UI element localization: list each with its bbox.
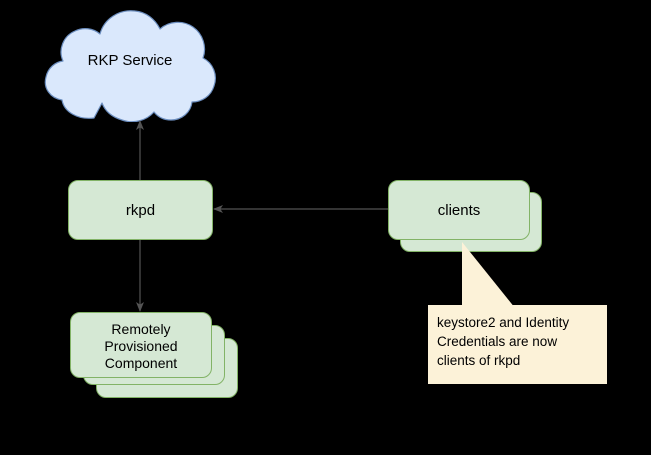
clients-label: clients xyxy=(437,202,481,219)
node-rkpd[interactable]: rkpd xyxy=(68,180,213,240)
node-clients[interactable]: clients xyxy=(388,180,530,240)
remotely-provisioned-component-label: Remotely Provisioned Component xyxy=(104,321,178,371)
rkp-service-cloud-shape[interactable] xyxy=(42,6,218,122)
rkpd-label: rkpd xyxy=(125,202,156,219)
node-remotely-provisioned-component[interactable]: Remotely Provisioned Component xyxy=(70,312,212,378)
note-box[interactable] xyxy=(428,305,607,384)
note-text: keystore2 and Identity Credentials are n… xyxy=(437,315,570,368)
note-pointer-tail xyxy=(462,242,515,308)
